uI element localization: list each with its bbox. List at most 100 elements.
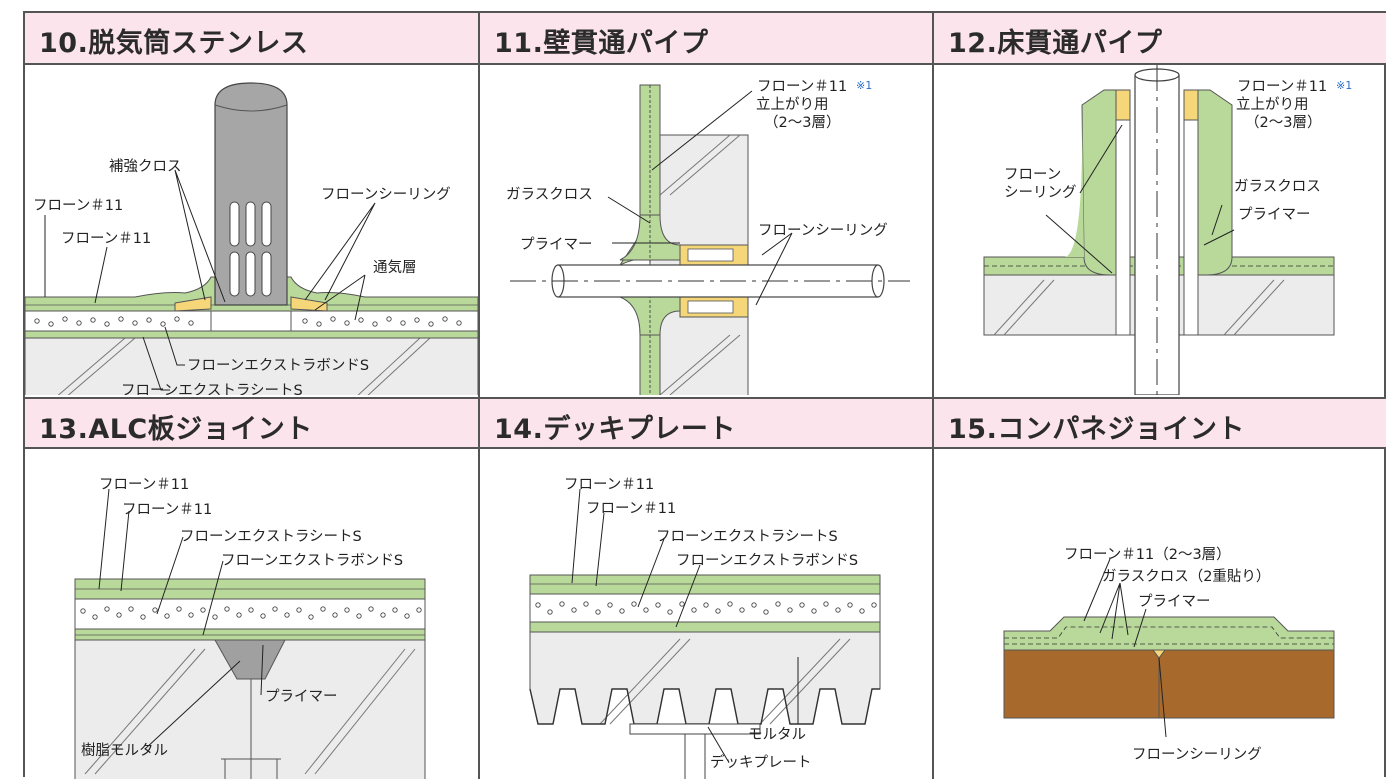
label-fron-11-a: フローン＃11 <box>99 477 189 493</box>
plywood-joint-diagram: フローン＃11（2〜3層） ガラスクロス（2重貼り） プライマー フローンシーリ… <box>1003 546 1335 763</box>
panel-alc-joint: 13.ALC板ジョイント <box>25 397 480 779</box>
membrane-riseup-right <box>1197 89 1233 276</box>
leader-lines <box>1083 558 1167 738</box>
label-fron-11: フローン＃11 <box>1237 79 1327 95</box>
label-fron-11-a: フローン＃11 <box>33 198 123 214</box>
panel-diagram: フローン＃11 ※1 立上がり用 （2〜3層） ガラスクロス プライマー フロー… <box>480 65 932 397</box>
panel-header: 10.脱気筒ステンレス <box>25 13 478 65</box>
concrete-hatch <box>57 337 431 395</box>
bond-layer <box>529 621 881 633</box>
label-extra-sheet: フローンエクストラシートS <box>121 382 303 395</box>
sheet-bubbles <box>34 316 462 327</box>
leader-lines <box>571 488 799 762</box>
glass-cloth-line-1 <box>1004 626 1334 639</box>
label-primer: プライマー <box>1138 593 1211 610</box>
panel-diagram: フローン＃11 フローン＃11 フローンエクストラシートS フローンエクストラボ… <box>25 449 478 779</box>
label-riseup: 立上がり用 <box>756 96 829 113</box>
label-note-1: ※1 <box>856 79 872 92</box>
panel-title: 10.脱気筒ステンレス <box>39 28 309 59</box>
leader-lines <box>98 488 264 750</box>
bond-layer <box>74 628 426 641</box>
extra-sheet-layer <box>529 593 881 623</box>
alc-hatch <box>84 648 416 775</box>
fron-membrane <box>1003 616 1335 651</box>
label-riseup: 立上がり用 <box>1236 96 1309 113</box>
label-glass-cloth: ガラスクロス <box>1234 178 1321 195</box>
panel-header: 11.壁貫通パイプ <box>480 13 932 65</box>
panel-title: 12.床貫通パイプ <box>948 28 1163 59</box>
label-primer: プライマー <box>265 688 338 705</box>
vent-base <box>210 310 292 332</box>
leader-lines <box>44 169 376 391</box>
label-layers: （2〜3層） <box>764 114 840 131</box>
panel-header: 13.ALC板ジョイント <box>25 397 478 449</box>
sealing-right <box>1183 89 1199 121</box>
label-fron-11-b: フローン＃11 <box>586 501 676 517</box>
label-reinforce-cloth: 補強クロス <box>109 158 182 175</box>
membrane-fillet-left <box>1064 105 1084 257</box>
mortar-hatch <box>599 638 851 725</box>
wall-pipe-diagram: フローン＃11 ※1 立上がり用 （2〜3層） ガラスクロス プライマー フロー… <box>506 79 910 395</box>
label-fron-11-b: フローン＃11 <box>61 231 151 247</box>
fron-membrane <box>529 574 881 595</box>
panel-title: 13.ALC板ジョイント <box>39 414 313 445</box>
backup-left <box>1115 119 1131 336</box>
panel-diagram: フローン＃11 ※1 立上がり用 （2〜3層） フローン シーリング ガラスクロ… <box>934 65 1386 397</box>
panel-floor-pipe: 12.床貫通パイプ <box>934 13 1386 397</box>
support-beam <box>221 758 281 779</box>
label-fron-11-layers: フローン＃11（2〜3層） <box>1064 546 1231 563</box>
label-extra-bond: フローンエクストラボンドS <box>676 552 858 569</box>
label-resin-mortar: 樹脂モルタル <box>81 742 168 759</box>
label-note-1: ※1 <box>1336 79 1352 92</box>
bond-layer <box>25 330 478 339</box>
panel-plywood-joint: 15.コンパネジョイント フローン＃11（2〜3層） ガラ <box>934 397 1386 779</box>
label-primer: プライマー <box>520 236 593 253</box>
panel-wall-pipe: 11.壁貫通パイプ <box>480 13 934 397</box>
label-fron-sealing: フローンシーリング <box>758 222 888 239</box>
panel-degassing-vent: 10.脱気筒ステンレス <box>25 13 480 397</box>
floor-pipe-diagram: フローン＃11 ※1 立上がり用 （2〜3層） フローン シーリング ガラスクロ… <box>983 65 1352 395</box>
label-glass-cloth: ガラスクロス <box>506 186 593 203</box>
panel-header: 15.コンパネジョイント <box>934 397 1386 449</box>
label-extra-bond: フローンエクストラボンドS <box>221 552 403 569</box>
label-fron-11-a: フローン＃11 <box>564 477 654 493</box>
label-glass-cloth: ガラスクロス（2重貼り） <box>1102 568 1270 585</box>
label-fron-11: フローン＃11 <box>757 79 847 95</box>
leader-lines <box>607 90 793 306</box>
backup-upper <box>687 248 734 262</box>
label-fron: フローン <box>1004 167 1061 183</box>
label-fron-sealing: フローンシーリング <box>321 186 451 203</box>
backup-lower <box>687 300 734 314</box>
leader-lines <box>1045 124 1235 274</box>
label-fron-sealing: フローンシーリング <box>1132 746 1262 763</box>
panel-title: 11.壁貫通パイプ <box>494 28 709 59</box>
label-mortar: モルタル <box>748 726 806 743</box>
panel-diagram: フローン＃11（2〜3層） ガラスクロス（2重貼り） プライマー フローンシーリ… <box>934 449 1386 779</box>
backup-right <box>1183 119 1199 336</box>
panel-deck-plate: 14.デッキプレート <box>480 397 934 779</box>
panel-header: 12.床貫通パイプ <box>934 13 1386 65</box>
sealing-left <box>1115 89 1131 121</box>
panel-title: 15.コンパネジョイント <box>948 414 1245 445</box>
panel-title: 14.デッキプレート <box>494 414 736 445</box>
panel-diagram: フローン＃11 フローン＃11 フローンエクストラシートS フローンエクストラボ… <box>480 449 932 779</box>
steel-beam-web <box>684 734 706 779</box>
detail-grid: 10.脱気筒ステンレス <box>23 11 1386 779</box>
slab-hatch <box>993 279 1285 336</box>
label-sealing: シーリング <box>1004 184 1077 201</box>
deck-plate-diagram: フローン＃11 フローン＃11 フローンエクストラシートS フローンエクストラボ… <box>529 477 881 779</box>
panel-header: 14.デッキプレート <box>480 397 932 449</box>
vent-cap-edge <box>214 104 288 112</box>
label-vent-layer: 通気層 <box>373 259 417 276</box>
label-extra-sheet: フローンエクストラシートS <box>656 528 838 545</box>
membrane-riseup-left <box>1081 89 1117 276</box>
label-extra-bond: フローンエクストラボンドS <box>187 357 369 374</box>
steel-beam-flange <box>629 723 761 735</box>
plywood <box>1003 649 1335 719</box>
extra-sheet-layer <box>74 598 426 630</box>
vent-pipe <box>214 82 288 306</box>
sheet-bubbles <box>535 601 877 615</box>
wall-hatch <box>659 134 741 395</box>
vent-slots <box>229 201 272 297</box>
fron-sealing <box>1152 649 1166 659</box>
